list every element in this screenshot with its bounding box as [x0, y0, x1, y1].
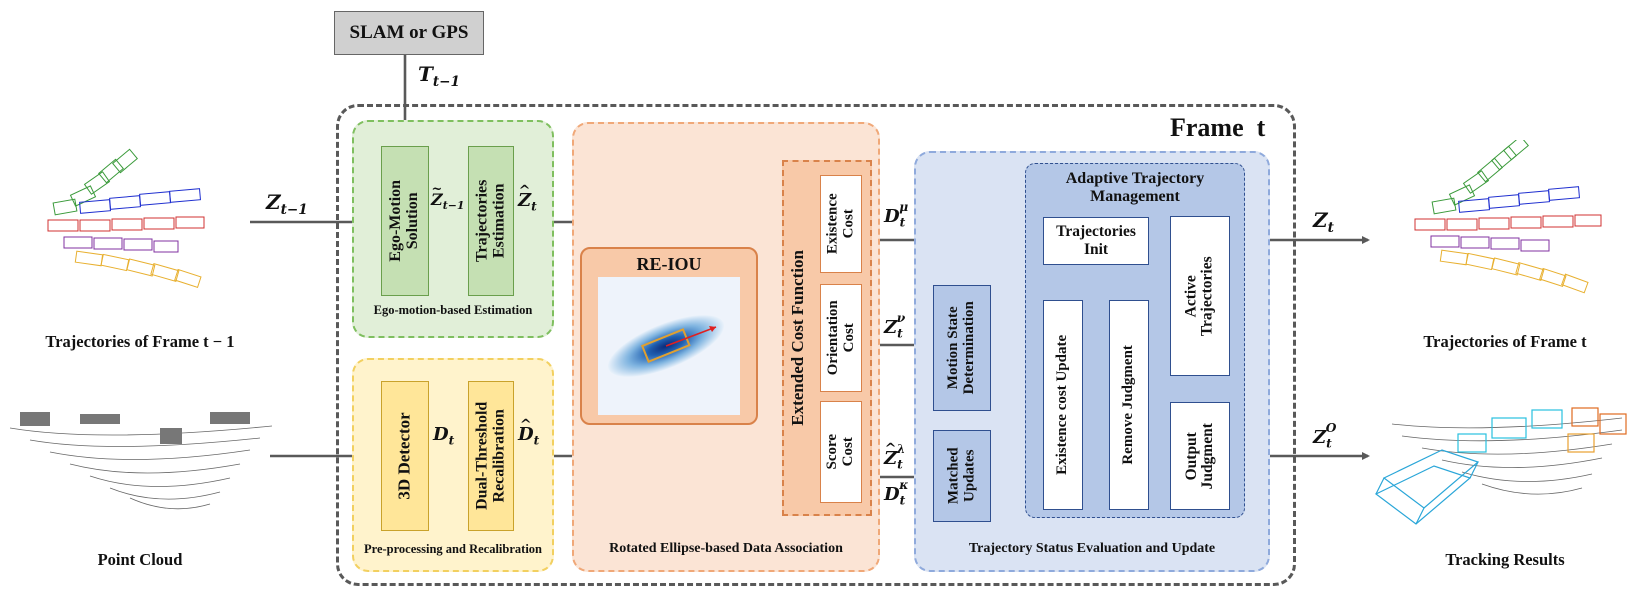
score-line2: Cost — [839, 437, 856, 467]
trajectories-prev-illustration — [47, 148, 205, 289]
atm-title: Adaptive Trajectory Management — [1065, 170, 1205, 206]
trajectories-curr-label: Trajectories of Frame t — [1423, 332, 1587, 351]
output-line1: Output — [1182, 431, 1200, 481]
trajectories-curr-illustration — [1414, 140, 1602, 294]
detector-label: 3D Detector — [395, 412, 415, 500]
detector-box: 3D Detector — [381, 381, 429, 531]
traj-est-line2: Estimation — [490, 183, 508, 259]
frame-title: Frame t — [1170, 113, 1266, 142]
blue-track — [79, 188, 202, 214]
symbol-Z-tilde-prev: Zt−1 — [431, 182, 464, 212]
score-line1: Score — [824, 434, 841, 470]
remove-judgment-label: Remove Judgment — [1120, 345, 1137, 465]
ego-motion-line2: Solution — [404, 192, 421, 250]
symbol-Z-O: ZtO — [1313, 421, 1337, 451]
symbol-Z-nu: Ztν — [884, 311, 906, 341]
existence-update-label: Existence cost Update — [1054, 335, 1071, 475]
assoc-region-label: Rotated Ellipse-based Data Association — [609, 541, 843, 556]
red-track-curr — [1414, 214, 1602, 231]
ecf-label: Extended Cost Function — [788, 250, 808, 426]
symbol-T-prev: Tt−1 — [418, 62, 461, 90]
active-line1: Active — [1182, 274, 1200, 318]
ego-motion-line1: Ego-Motion — [387, 180, 405, 262]
reiou-label: RE-IOU — [636, 254, 702, 274]
existence-update-box: Existence cost Update — [1043, 300, 1083, 510]
ecf-label-wrap: Extended Cost Function — [782, 160, 814, 516]
symbol-D-kappa: Dtκ — [884, 478, 909, 508]
orientation-line2: Cost — [840, 323, 856, 353]
frame-region — [336, 104, 1296, 586]
trajectories-prev-label: Trajectories of Frame t − 1 — [45, 332, 235, 351]
purple-track-curr — [1430, 235, 1550, 252]
traj-est-line1: Trajectories — [473, 179, 491, 263]
existence-line1: Existence — [824, 193, 841, 255]
slam-gps-label: SLAM or GPS — [349, 22, 469, 43]
dual-line1: Dual-Threshold — [473, 401, 491, 511]
slam-gps-box: SLAM or GPS — [334, 11, 484, 55]
tracking-results-label: Tracking Results — [1445, 550, 1565, 569]
dual-line2: Recalibration — [490, 409, 507, 503]
symbol-Z-hat-lambda: Ztλ — [884, 440, 905, 472]
traj-init-label: Trajectories Init — [1056, 223, 1136, 258]
orientation-line1: Orientation — [824, 300, 841, 376]
symbol-D-mu: Dtμ — [884, 200, 909, 230]
active-line2: Trajectories — [1199, 256, 1216, 336]
heading-arrow — [665, 326, 717, 347]
motion-line2: Determination — [961, 301, 977, 395]
ego-region-label: Ego-motion-based Estimation — [373, 303, 533, 317]
point-cloud-label: Point Cloud — [97, 550, 183, 569]
purple-track — [63, 236, 179, 253]
pre-region-label: Pre-processing and Recalibration — [363, 542, 542, 556]
point-cloud-illustration — [10, 412, 272, 510]
traj-init-box: Trajectories Init — [1043, 217, 1149, 265]
heading-arrowhead — [709, 326, 716, 332]
symbol-Z-hat-t: Zt — [518, 182, 537, 214]
remove-judgment-box: Remove Judgment — [1109, 300, 1149, 510]
bbox-rect — [640, 328, 691, 363]
symbol-Z-t: Zt — [1313, 208, 1334, 236]
symbol-Z-prev: Zt−1 — [266, 190, 308, 218]
output-line2: Judgment — [1199, 422, 1217, 490]
ellipse-iou-figure — [598, 277, 740, 415]
red-track — [47, 216, 205, 232]
green-track — [52, 148, 138, 216]
matched-line1: Matched — [945, 447, 962, 505]
tracking-results-illustration — [1374, 407, 1627, 525]
matched-line2: Updates — [961, 449, 977, 503]
yellow-track — [74, 250, 202, 289]
motion-line1: Motion State — [945, 306, 962, 390]
green-track-curr — [1431, 140, 1529, 215]
symbol-D-hat-t: Dt — [518, 416, 539, 448]
existence-line2: Cost — [840, 209, 857, 239]
status-region-label: Trajectory Status Evaluation and Update — [968, 541, 1216, 556]
blue-track-curr — [1458, 186, 1581, 213]
symbol-D-t: Dt — [433, 424, 455, 448]
yellow-track-curr — [1439, 249, 1589, 294]
